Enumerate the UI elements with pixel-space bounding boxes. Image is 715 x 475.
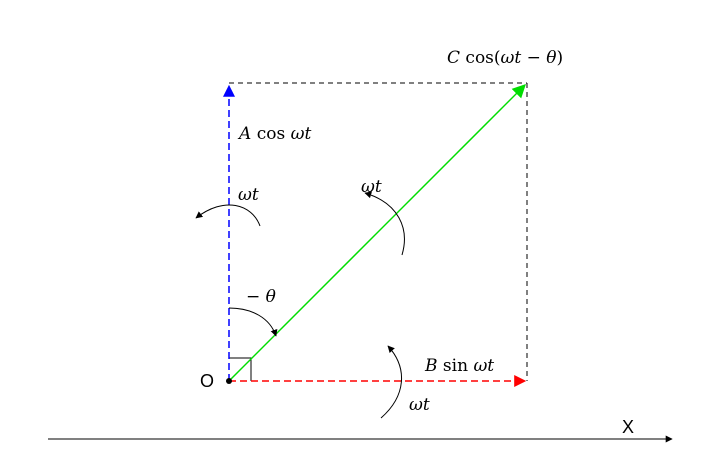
rotation-label-center: ωt <box>361 177 382 197</box>
rotation-arrow-center <box>364 191 405 256</box>
label-b-sin-omega-t: B sin ωt <box>424 356 494 376</box>
vector-c <box>228 84 526 382</box>
rotation-label-left: ωt <box>238 185 259 205</box>
rotation-label-bottom: ωt <box>409 395 430 415</box>
label-a-cos-omega-t: A cos ωt <box>237 124 311 144</box>
minus-theta-label: − θ <box>246 287 276 307</box>
rotation-arrow-bottom <box>380 345 402 419</box>
origin-point <box>226 378 232 384</box>
rotation-arrow-left <box>195 204 261 227</box>
label-c-cos-omega-t-minus-theta: C cos(ωt − θ) <box>447 48 563 68</box>
origin-label: O <box>200 371 214 391</box>
x-axis-label: X <box>622 417 634 437</box>
theta-angle-arc <box>228 307 278 337</box>
